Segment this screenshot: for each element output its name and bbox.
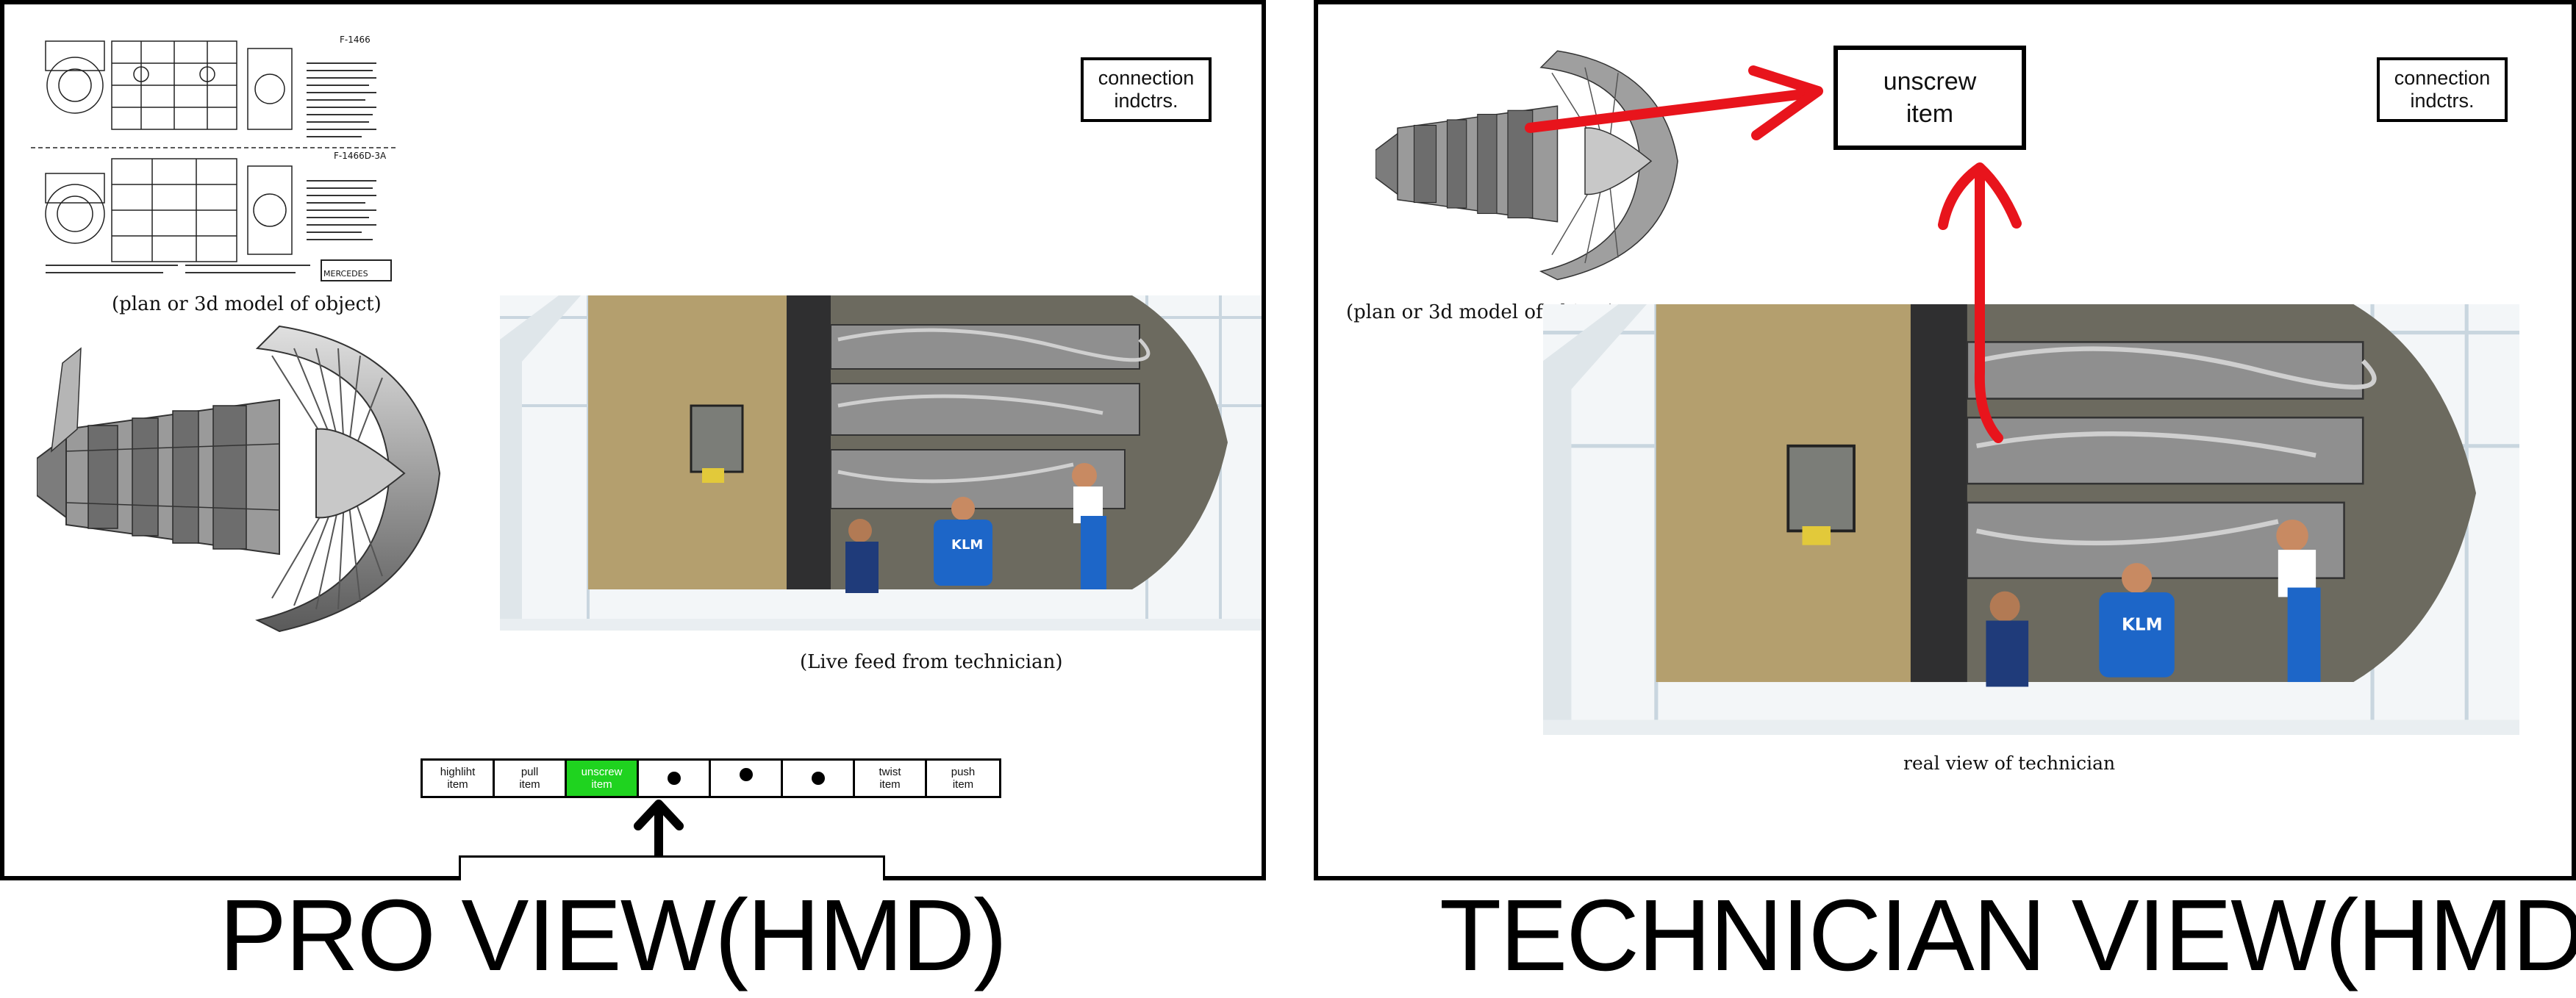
klm-logo: KLM	[951, 537, 983, 553]
technician-view-panel: (plan or 3d model of object) unscrew ite…	[1314, 0, 2576, 880]
annotation-arrow-model-to-box	[1525, 87, 1820, 133]
blueprint-caption: (plan or 3d model of object)	[112, 293, 382, 315]
connection-indicators[interactable]: connection indctrs.	[1081, 57, 1212, 122]
tool-twist-item[interactable]: twist item	[855, 761, 927, 796]
live-feed-video[interactable]: KLM	[500, 295, 1262, 631]
tool-empty-slot-2[interactable]	[711, 761, 783, 796]
blueprint-label-middle: F-1466D-3A	[334, 151, 387, 161]
tool-label: pull item	[519, 766, 540, 791]
action-toolbar: highliht item pull item unscrew item twi…	[421, 758, 1001, 798]
instruction-box: unscrew item	[1833, 46, 2026, 150]
annotation-arrow-head-up	[1938, 162, 2022, 230]
tool-pull-item[interactable]: pull item	[495, 761, 567, 796]
tool-unscrew-item[interactable]: unscrew item	[567, 761, 639, 796]
live-feed-caption: (Live feed from technician)	[800, 651, 1063, 673]
annotation-arrow-feed-to-box	[1974, 173, 2003, 443]
tool-label: highliht item	[440, 766, 476, 791]
annotation-arrow-head-right	[1748, 65, 1823, 140]
real-view-caption: real view of technician	[1903, 753, 2116, 774]
blueprint-stamp: MERCEDES	[323, 269, 368, 279]
tool-empty-slot-1[interactable]	[639, 761, 711, 796]
tool-label: push item	[951, 766, 976, 791]
blueprint-label-top: F-1466	[340, 35, 371, 45]
dot-icon	[739, 768, 753, 781]
pro-view-panel: F-1466 F-1466D-3A MERCEDES (plan or 3d m…	[0, 0, 1266, 880]
tool-empty-slot-3[interactable]	[783, 761, 855, 796]
technician-view-title: TECHNICIAN VIEW(HMD)	[1439, 879, 2576, 992]
dot-icon	[667, 772, 681, 785]
tool-push-item[interactable]: push item	[927, 761, 999, 796]
annotation-arrows	[1525, 65, 2022, 443]
turbofan-model-small[interactable]	[1375, 43, 1684, 285]
up-arrow-icon	[634, 800, 684, 861]
blueprint-drawing: F-1466 F-1466D-3A MERCEDES	[31, 26, 396, 284]
connection-indicators[interactable]: connection indctrs.	[2377, 57, 2508, 122]
tool-label: twist item	[879, 766, 901, 791]
turbofan-engine-cutaway[interactable]	[37, 319, 448, 635]
klm-logo: KLM	[2122, 615, 2163, 634]
dot-icon	[811, 772, 825, 785]
tool-label: unscrew item	[581, 766, 623, 791]
pro-view-title: PRO VIEW(HMD)	[219, 879, 1007, 992]
technician-real-view[interactable]: KLM	[1543, 304, 2519, 735]
selector-tray[interactable]	[459, 855, 885, 880]
tool-highlight-item[interactable]: highliht item	[423, 761, 495, 796]
